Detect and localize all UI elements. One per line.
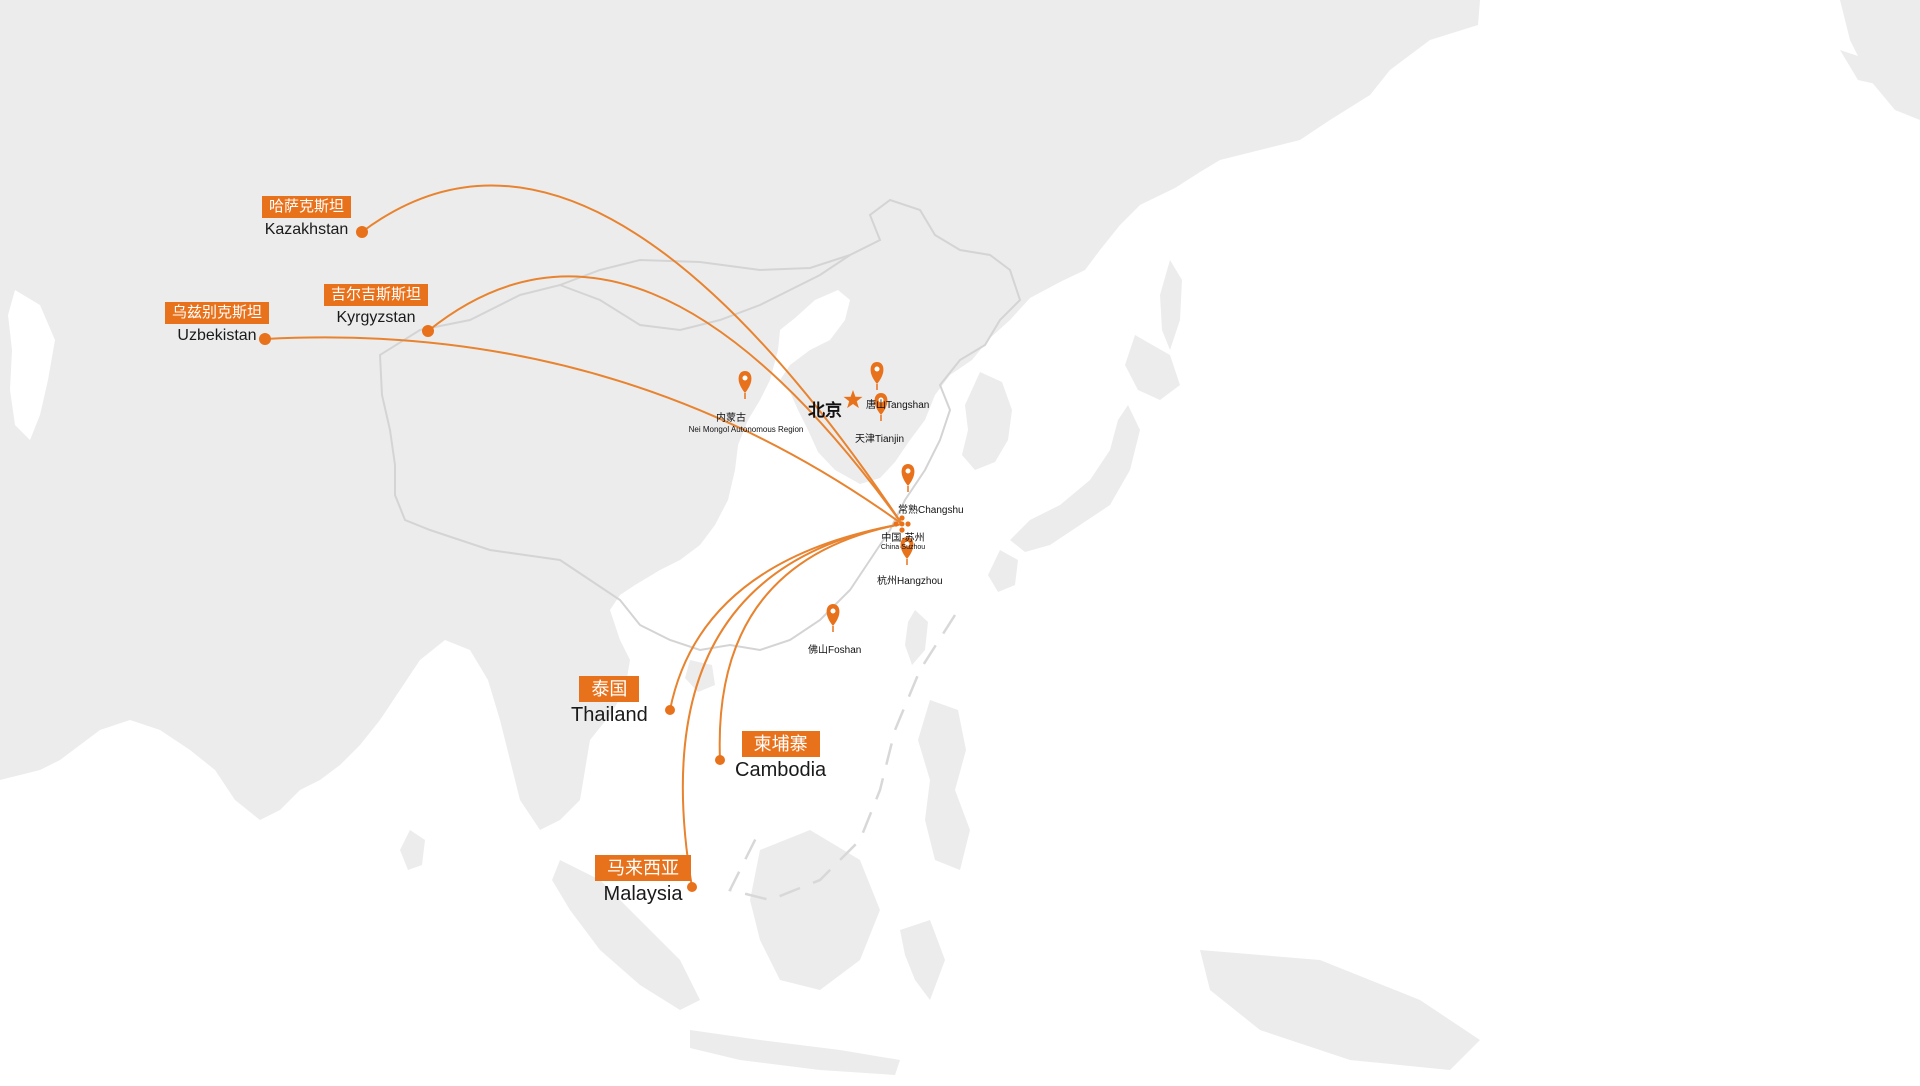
site-label-foshan: 佛山Foshan — [808, 645, 862, 656]
location-pin-icon-tianjin — [874, 393, 888, 421]
label-thailand: 泰国 Thailand — [571, 676, 648, 727]
label-uzbekistan: 乌兹别克斯坦 Uzbekistan — [165, 302, 270, 345]
sakhalin-land — [1160, 260, 1182, 350]
label-kyrgyzstan: 吉尔吉斯斯坦 Kyrgyzstan — [324, 284, 429, 327]
label-malaysia-zh: 马来西亚 — [595, 855, 691, 881]
dot-cambodia — [715, 755, 725, 765]
sumatra-land — [552, 860, 700, 1010]
label-kyrgyzstan-en: Kyrgyzstan — [336, 309, 416, 326]
label-cambodia: 柬埔寨 Cambodia — [735, 731, 826, 782]
hub-label: 中国·苏州 China·Suzhou — [881, 533, 925, 552]
site-label-changshu: 常熟Changshu — [898, 505, 964, 516]
label-kazakhstan: 哈萨克斯坦 Kazakhstan — [262, 196, 352, 239]
domestic-pins — [738, 362, 915, 632]
new-guinea-land — [1200, 950, 1480, 1070]
label-malaysia: 马来西亚 Malaysia — [595, 855, 691, 906]
dot-kyrgyzstan — [422, 325, 434, 337]
site-label-tangshan: 唐山Tangshan — [866, 400, 930, 411]
label-kazakhstan-en: Kazakhstan — [264, 221, 349, 238]
label-malaysia-en: Malaysia — [603, 883, 683, 905]
label-kazakhstan-zh: 哈萨克斯坦 — [262, 196, 352, 218]
hub-name: 中国·苏州 — [881, 533, 925, 544]
hub-marker-icon — [893, 515, 911, 533]
philippines-land — [918, 700, 970, 870]
dot-uzbekistan — [259, 333, 271, 345]
route-kyrgyzstan — [427, 275, 903, 525]
site-sub-inner-mongolia: Nei Mongol Autonomous Region — [688, 425, 804, 434]
honshu-land — [1010, 405, 1140, 552]
aleutian-land — [1840, 50, 1880, 85]
site-name-inner-mongolia: 内蒙古 — [716, 413, 746, 424]
location-pin-icon-hangzhou — [900, 537, 914, 565]
route-uzbekistan — [264, 336, 903, 525]
label-thailand-en: Thailand — [571, 704, 648, 726]
label-uzbekistan-en: Uzbekistan — [177, 327, 257, 344]
label-cambodia-zh: 柬埔寨 — [741, 731, 820, 757]
label-uzbekistan-zh: 乌兹别克斯坦 — [165, 302, 270, 324]
dot-malaysia — [687, 882, 697, 892]
star-icon — [843, 390, 863, 409]
hokkaido-land — [1125, 335, 1180, 400]
caspian-sea — [8, 290, 55, 440]
java-land — [690, 1030, 900, 1075]
mongolia-border — [559, 254, 851, 286]
site-label-inner-mongolia: 内蒙古 — [716, 413, 746, 424]
eurasia-land — [0, 0, 1480, 830]
location-pin-icon-tangshan — [870, 362, 884, 390]
hub-subname: China·Suzhou — [880, 544, 926, 551]
sri-lanka-land — [400, 830, 425, 870]
route-malaysia — [681, 523, 903, 888]
label-kyrgyzstan-zh: 吉尔吉斯斯坦 — [324, 284, 429, 306]
sulawesi-land — [900, 920, 945, 1000]
route-kazakhstan — [361, 184, 903, 525]
route-lines — [264, 184, 903, 888]
capital-label: 北京 — [808, 401, 842, 420]
destination-dots — [259, 226, 725, 892]
site-label-tianjin: 天津Tianjin — [855, 434, 905, 445]
taiwan-land — [905, 610, 928, 665]
dot-kazakhstan — [356, 226, 368, 238]
site-label-hangzhou: 杭州Hangzhou — [877, 576, 943, 587]
label-cambodia-en: Cambodia — [735, 759, 827, 781]
maritime-dashed-line — [728, 614, 957, 902]
korea-land — [962, 372, 1012, 470]
kyushu-land — [988, 550, 1018, 592]
borneo-land — [750, 830, 880, 990]
alaska-land — [1840, 0, 1920, 120]
location-pin-icon-inner-mongolia — [738, 371, 752, 399]
dot-thailand — [665, 705, 675, 715]
label-thailand-zh: 泰国 — [579, 676, 640, 702]
route-cambodia — [718, 523, 903, 761]
location-pin-icon-foshan — [826, 604, 840, 632]
china-border — [378, 198, 1022, 652]
location-pin-icon-changshu — [901, 464, 915, 492]
